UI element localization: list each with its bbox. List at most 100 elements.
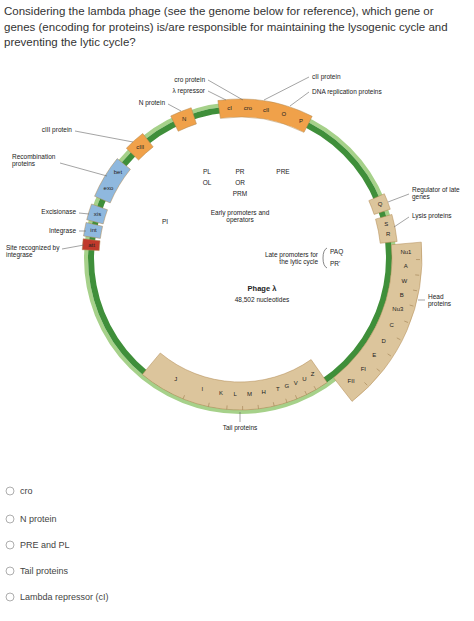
callout-label: Lysis proteins (412, 212, 452, 219)
genome-name: Phage λ (248, 285, 277, 294)
gene-tick (314, 386, 316, 389)
promoter-label: PL (203, 168, 211, 175)
radio-button (6, 567, 14, 575)
gene-letter: V (294, 380, 298, 387)
gene-tick (410, 305, 414, 306)
leader-line (418, 300, 425, 301)
leader-line (264, 77, 309, 100)
answer-option: Tail proteins (20, 566, 68, 576)
callout-label: cro protein (174, 76, 205, 83)
gene-letter: A (404, 263, 408, 270)
gene-letter: E (372, 352, 376, 359)
callout-label: cIII protein (42, 126, 72, 133)
leader-line (79, 231, 86, 232)
gene-tick (273, 402, 275, 406)
gene-letter: S (384, 221, 388, 228)
gene-letter: Q (378, 201, 383, 208)
gene-letter: N (182, 116, 186, 123)
gene-tick (364, 382, 367, 385)
gene-tick (295, 395, 296, 399)
question-title: Considering the lambda phage (see the ge… (4, 4, 468, 51)
callout-label: cII protein (312, 73, 341, 80)
gene-letter: B (400, 292, 404, 299)
gene-segment (95, 159, 131, 203)
leader-line (62, 245, 84, 249)
gene-tick (416, 259, 420, 260)
promoter-label: PR' (330, 260, 340, 267)
gene-segment (334, 242, 422, 401)
gene-letter: FII (348, 378, 355, 385)
leader-line (394, 217, 409, 227)
callout-label: Site recognized by integrase (6, 244, 64, 259)
gene-tick (415, 274, 419, 275)
gene-tick (208, 403, 210, 407)
gene-tick (397, 338, 401, 340)
gene-letter: Nu3 (392, 306, 403, 313)
leader-line (168, 104, 181, 111)
gene-letter: cI (227, 105, 232, 112)
callout-label: Tail proteins (223, 424, 258, 431)
gene-letter: C (389, 322, 393, 329)
gene-tick (404, 321, 408, 322)
gene-segment (142, 353, 327, 410)
gene-letter: T (276, 386, 280, 393)
gene-letter: att (88, 242, 95, 249)
gene-letter: FI (361, 366, 366, 373)
gene-letter: U (302, 376, 306, 383)
genome-size: 48,502 nucleotides (235, 296, 290, 303)
gene-letter: H (262, 389, 266, 396)
gene-tick (305, 391, 307, 395)
promoter-label: PR (235, 168, 244, 175)
leader-line (208, 80, 243, 100)
gene-letter: K (219, 390, 223, 397)
leader-line (208, 91, 226, 100)
gene-letter: Nu1 (400, 249, 411, 256)
promoter-note: Early promoters and operators (205, 209, 275, 224)
gene-letter: Z (311, 371, 315, 378)
gene-tick (258, 405, 259, 409)
gene-segment (126, 133, 153, 160)
gene-letter: cro (244, 105, 252, 112)
answer-option: cro (20, 486, 33, 496)
gene-letter: L (234, 391, 237, 398)
leader-line (240, 412, 241, 422)
promoter-label: PI (162, 218, 168, 225)
gene-letter: bet (114, 169, 122, 176)
gene-letter: J (174, 376, 177, 383)
ring-dna (91, 109, 389, 407)
gene-letter: M (247, 391, 252, 398)
promoter-note: Late promoters for the lytic cycle (256, 251, 318, 266)
gene-segment (84, 222, 103, 238)
callout-label: Regulator of late genes (412, 186, 470, 201)
gene-segment (171, 108, 197, 132)
leader-line (290, 92, 309, 106)
promoter-label: PRE (276, 168, 289, 175)
gene-tick (413, 290, 417, 292)
callout-label: Integrase (49, 227, 76, 234)
callout-label: Excisionase (41, 208, 76, 215)
promoter-bracket (323, 248, 327, 268)
gene-tick (242, 406, 243, 410)
gene-letter: xis (94, 211, 101, 218)
operator-label: OL (203, 179, 212, 186)
gene-tick (183, 395, 184, 399)
gene-letter: D (382, 338, 386, 345)
genome-ring (82, 99, 422, 412)
callout-label: λ repressor (172, 87, 205, 94)
radio-button (6, 541, 14, 549)
answer-option: PRE and PL (20, 540, 70, 550)
radio-button (6, 515, 14, 523)
gene-letter: O (282, 111, 287, 118)
gene-letter: cII (263, 107, 269, 114)
callout-label: Head proteins (428, 293, 468, 308)
gene-segment (82, 239, 100, 251)
gene-letter: R (386, 231, 390, 238)
gene-segment (376, 214, 398, 243)
callout-label: DNA replication proteins (312, 88, 382, 95)
answer-option: Lambda repressor (cI) (20, 592, 109, 602)
promoter-label: PRM (233, 190, 247, 197)
gene-tick (226, 405, 227, 409)
gene-segment (218, 99, 312, 132)
gene-tick (388, 354, 391, 356)
callout-label: N protein (139, 99, 165, 106)
